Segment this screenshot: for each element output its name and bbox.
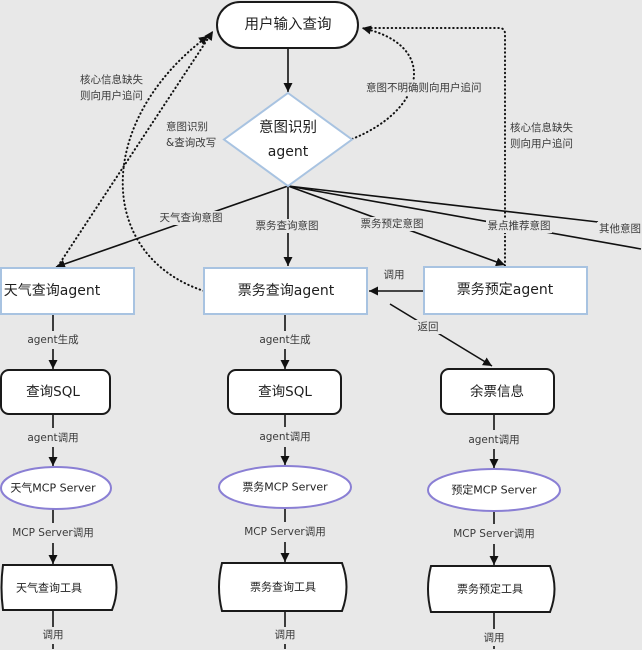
node-intent-agent: 意图识别 agent (222, 91, 354, 188)
node-user-query: 用户输入查询 (216, 1, 359, 49)
solid-edges (48, 48, 642, 649)
weather-mcp-shape (0, 466, 112, 510)
ticket-tool-shape (218, 562, 348, 612)
mask-attraction-intent (486, 219, 552, 233)
mask-other-intent (597, 222, 642, 236)
node-booking-mcp: 预定MCP Server (427, 468, 561, 512)
mask-ticket-booking-intent (358, 217, 426, 231)
edge-weather-agent-ask-user (57, 30, 214, 267)
ticket-sql-label: 查询SQL (258, 384, 312, 400)
label-other-intent: 其他意图 (599, 222, 641, 235)
ticket-booking-agent-shape (423, 266, 588, 315)
label-missing-info-left-2: 则向用户追问 (80, 89, 143, 102)
remaining-tickets-label: 余票信息 (470, 383, 524, 400)
label-missing-info-right-2: 则向用户追问 (510, 137, 573, 150)
user-query-label: 用户输入查询 (245, 16, 332, 33)
booking-mcp-shape (427, 468, 561, 512)
label-weather-tool-call: 调用 (43, 629, 64, 641)
user-query-shape (216, 1, 359, 49)
node-weather-tool: 天气查询工具 (0, 564, 118, 611)
edge-intent-ask-user (351, 25, 415, 140)
label-call-between-agents: 调用 (384, 269, 405, 281)
node-weather-mcp: 天气MCP Server (0, 466, 112, 510)
ticket-sql-shape (227, 369, 342, 415)
label-intent-recognition: 意图识别 (166, 120, 208, 133)
edge-booking-agent-ask-user (365, 27, 506, 267)
label-ticket-tool-call: 调用 (275, 629, 296, 641)
label-masks (158, 81, 642, 334)
label-ticket-agent-call: agent调用 (259, 431, 310, 443)
weather-tool-label: 天气查询工具 (16, 581, 82, 595)
label-booking-agent-call: agent调用 (468, 434, 519, 446)
node-booking-tool: 票务预定工具 (427, 565, 556, 613)
ticket-booking-agent-label: 票务预定agent (457, 282, 554, 298)
weather-sql-shape (0, 369, 111, 415)
label-ticket-booking-intent: 票务预定意图 (361, 217, 424, 230)
label-ticket-mcp-call: MCP Server调用 (244, 526, 326, 538)
booking-tool-shape (427, 565, 556, 613)
edge-intent-to-other (287, 185, 599, 223)
intent-agent-label-1: 意图识别 (259, 118, 317, 136)
remaining-tickets-shape (440, 368, 555, 415)
node-remaining-tickets: 余票信息 (440, 368, 555, 415)
label-booking-mcp-call: MCP Server调用 (453, 528, 535, 540)
label-missing-info-left-1: 核心信息缺失 (80, 73, 143, 86)
node-ticket-mcp: 票务MCP Server (218, 465, 352, 509)
edge-labels: 意图识别 &查询改写 意图不明确则向用户追问 核心信息缺失 则向用户追问 核心信… (12, 73, 641, 644)
label-ticket-agent-generate: agent生成 (259, 333, 311, 346)
label-unclear-intent: 意图不明确则向用户追问 (366, 81, 482, 94)
weather-agent-shape (0, 267, 135, 315)
node-ticket-tool: 票务查询工具 (218, 562, 348, 612)
intent-agent-shape (222, 91, 354, 188)
label-missing-info-right-1: 核心信息缺失 (510, 121, 573, 134)
label-ticket-query-intent: 票务查询意图 (256, 219, 319, 232)
label-booking-tool-call: 调用 (484, 632, 505, 644)
ticket-tool-label: 票务查询工具 (250, 580, 316, 594)
label-weather-mcp-call: MCP Server调用 (12, 527, 94, 539)
label-weather-agent-call: agent调用 (27, 432, 78, 444)
booking-tool-label: 票务预定工具 (457, 582, 523, 596)
ticket-mcp-shape (218, 465, 352, 509)
edge-intent-to-attraction (287, 185, 642, 250)
label-attraction-intent: 景点推荐意图 (488, 219, 551, 232)
weather-mcp-label: 天气MCP Server (10, 481, 96, 495)
node-ticket-booking-agent: 票务预定agent (423, 266, 588, 315)
mask-weather-intent (158, 211, 224, 225)
mask-return (415, 320, 441, 334)
node-ticket-query-agent: 票务查询agent (203, 267, 368, 315)
label-weather-agent-generate: agent生成 (27, 333, 79, 346)
edge-query-returns-remaining (389, 303, 493, 367)
mask-unclear-intent (364, 81, 485, 95)
label-query-rewrite: &查询改写 (166, 136, 216, 149)
edge-intent-to-weather-agent (55, 185, 289, 269)
weather-tool-shape (0, 564, 118, 611)
weather-agent-label: 天气查询agent (4, 283, 101, 299)
weather-sql-label: 查询SQL (26, 384, 80, 400)
dotted-edges (57, 25, 506, 292)
ticket-query-agent-shape (203, 267, 368, 315)
edge-ticket-agent-ask-user (121, 35, 209, 292)
label-weather-intent: 天气查询意图 (160, 211, 223, 224)
ticket-query-agent-label: 票务查询agent (238, 283, 335, 299)
ticket-mcp-label: 票务MCP Server (242, 481, 328, 494)
mask-ticket-query-intent (253, 219, 321, 233)
label-return: 返回 (418, 321, 439, 333)
node-weather-sql: 查询SQL (0, 369, 111, 415)
node-weather-agent: 天气查询agent (0, 267, 135, 315)
booking-mcp-label: 预定MCP Server (451, 483, 537, 497)
intent-agent-label-2: agent (268, 144, 309, 160)
node-ticket-sql: 查询SQL (227, 369, 342, 415)
